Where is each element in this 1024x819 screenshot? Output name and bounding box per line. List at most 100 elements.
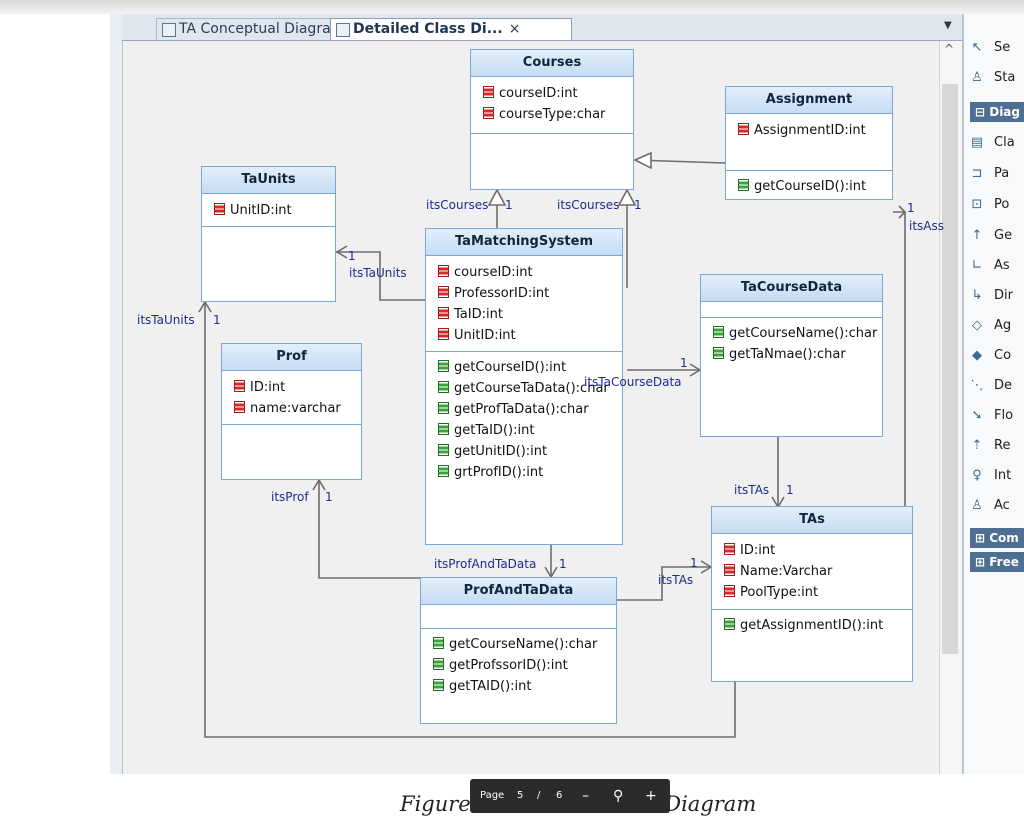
attribute: courseID:int [471, 83, 633, 104]
class-name: TaMatchingSystem [426, 229, 622, 256]
role-label-its-prof-and-ta-data: itsProfAndTaData [434, 557, 537, 571]
tab-ta-conceptual-diagram[interactable]: TA Conceptual Diagra... [156, 18, 360, 40]
operation: getTaNmae():char [701, 344, 882, 365]
operation: getProfTaData():char [426, 399, 622, 420]
attributes-compartment: UnitID:int [202, 194, 335, 227]
tab-label: TA Conceptual Diagra... [179, 21, 345, 37]
zoom-out-button[interactable]: – [582, 788, 589, 804]
editor-tab-bar: TA Conceptual Diagra... Detailed Class D… [122, 14, 967, 41]
diagram-icon [162, 23, 176, 37]
page-current[interactable]: 5 [517, 790, 524, 801]
attributes-compartment: AssignmentID:int [726, 114, 892, 171]
aggregation-icon: ◇ [972, 318, 982, 333]
class-tas[interactable]: TAs ID:int Name:Varchar PoolType:int get… [711, 506, 913, 682]
operation: getCourseID():int [726, 176, 892, 197]
composition-icon: ◆ [972, 348, 982, 363]
attribute: Name:Varchar [712, 561, 912, 582]
role-label-its-assignment: itsAss [909, 219, 945, 233]
operation: getProfssorID():int [421, 655, 616, 676]
window-top-strip [0, 0, 1024, 14]
palette-item-interface[interactable]: ♀Int [970, 466, 1024, 486]
pdf-page-toolbar: Page 5 / 6 – ⚲ + [470, 779, 670, 813]
operations-compartment: getCourseName():char getTaNmae():char [701, 318, 882, 365]
role-label-its-ta-course-data: itsTaCourseData [584, 375, 682, 389]
interface-icon: ♀ [972, 468, 982, 483]
directed-association-icon: ↳ [971, 288, 983, 303]
package-icon: ⊐ [971, 166, 983, 181]
operations-compartment: getCourseID():int getCourseTaData():char… [426, 352, 622, 483]
operation: getCourseID():int [426, 357, 622, 378]
palette-section-diagram[interactable]: ⊟ Diag [970, 102, 1024, 122]
attribute: UnitID:int [426, 325, 622, 346]
role-label-its-tas: itsTAs [734, 483, 770, 497]
attribute: ID:int [222, 377, 361, 398]
zoom-in-button[interactable]: + [645, 788, 657, 804]
class-assignment[interactable]: Assignment AssignmentID:int getCourseID(… [725, 86, 893, 200]
class-name: Assignment [726, 87, 892, 114]
palette-item-aggregation[interactable]: ◇Ag [970, 316, 1024, 336]
palette-item-actor[interactable]: ♙Ac [970, 496, 1024, 516]
palette-item-directed-association[interactable]: ↳Dir [970, 286, 1024, 306]
scrollbar-thumb[interactable] [942, 84, 958, 654]
class-name: TAs [712, 507, 912, 534]
page-label: Page [480, 790, 505, 801]
tab-detailed-class-diagram[interactable]: Detailed Class Di...× [330, 18, 572, 40]
scroll-up-icon[interactable]: ^ [944, 42, 955, 56]
class-name: Courses [471, 50, 633, 77]
zoom-icon[interactable]: ⚲ [613, 788, 624, 804]
actor-icon: ♙ [971, 498, 983, 513]
class-name: TaUnits [202, 167, 335, 194]
attribute: AssignmentID:int [726, 120, 892, 141]
role-label-its-courses: itsCourses [557, 198, 620, 212]
multiplicity-label: 1 [505, 198, 513, 212]
palette-section-common[interactable]: ⊞ Com [970, 528, 1024, 548]
flow-icon: ➘ [971, 408, 983, 423]
close-icon[interactable]: × [508, 21, 521, 37]
multiplicity-label: 1 [325, 490, 333, 504]
palette-item-flow[interactable]: ➘Flo [970, 406, 1024, 426]
multiplicity-label: 1 [559, 557, 567, 571]
class-diagram-icon [336, 23, 350, 37]
attribute: TaID:int [426, 304, 622, 325]
class-tacoursedata[interactable]: TaCourseData getCourseName():char getTaN… [700, 274, 883, 437]
class-prof[interactable]: Prof ID:int name:varchar [221, 343, 362, 480]
class-profandtadata[interactable]: ProfAndTaData getCourseName():char getPr… [420, 577, 617, 724]
multiplicity-label: 1 [680, 356, 688, 370]
class-icon: ▤ [970, 135, 984, 150]
palette-item-generalization[interactable]: ↑Ge [970, 226, 1024, 246]
multiplicity-label: 1 [348, 249, 356, 263]
operation: getTAID():int [421, 676, 616, 697]
operations-compartment: getAssignmentID():int [712, 610, 912, 636]
palette-item-dependency[interactable]: ⋱De [970, 376, 1024, 396]
multiplicity-label: 1 [907, 201, 915, 215]
left-panel-edge [110, 14, 123, 774]
attributes-compartment: courseID:int ProfessorID:int TaID:int Un… [426, 256, 622, 352]
multiplicity-label: 1 [213, 313, 221, 327]
class-courses[interactable]: Courses courseID:int courseType:char [470, 49, 634, 190]
palette-item-package[interactable]: ⊐Pa [970, 164, 1024, 184]
palette-item-realization[interactable]: ⇡Re [970, 436, 1024, 456]
role-label-its-ta-units: itsTaUnits [349, 266, 407, 280]
palette-item-stamp[interactable]: ♙Sta [970, 68, 1024, 88]
class-taunits[interactable]: TaUnits UnitID:int [201, 166, 336, 302]
tab-list-menu-icon[interactable]: ▼ [944, 20, 952, 31]
multiplicity-label: 1 [634, 198, 642, 212]
attribute: name:varchar [222, 398, 361, 419]
multiplicity-label: 1 [786, 483, 794, 497]
generalization-icon: ↑ [971, 228, 983, 243]
role-label-its-courses: itsCourses [426, 198, 489, 212]
palette-section-free[interactable]: ⊞ Free [970, 552, 1024, 572]
palette-item-select[interactable]: ↖Se [970, 38, 1024, 58]
palette-item-port[interactable]: ⊡Po [970, 195, 1024, 215]
palette-item-association[interactable]: ∟As [970, 256, 1024, 276]
palette-item-composition[interactable]: ◆Co [970, 346, 1024, 366]
class-tamatchingsystem[interactable]: TaMatchingSystem courseID:int ProfessorI… [425, 228, 623, 545]
pointer-icon: ↖ [971, 40, 983, 55]
attributes-compartment [701, 302, 882, 318]
palette-item-class[interactable]: ▤Cla [970, 133, 1024, 153]
operation: getCourseTaData():char [426, 378, 622, 399]
role-label-its-tas: itsTAs [658, 573, 694, 587]
multiplicity-label: 1 [690, 556, 698, 570]
operations-compartment: getCourseID():int [726, 171, 892, 197]
attributes-compartment: courseID:int courseType:char [471, 77, 633, 134]
